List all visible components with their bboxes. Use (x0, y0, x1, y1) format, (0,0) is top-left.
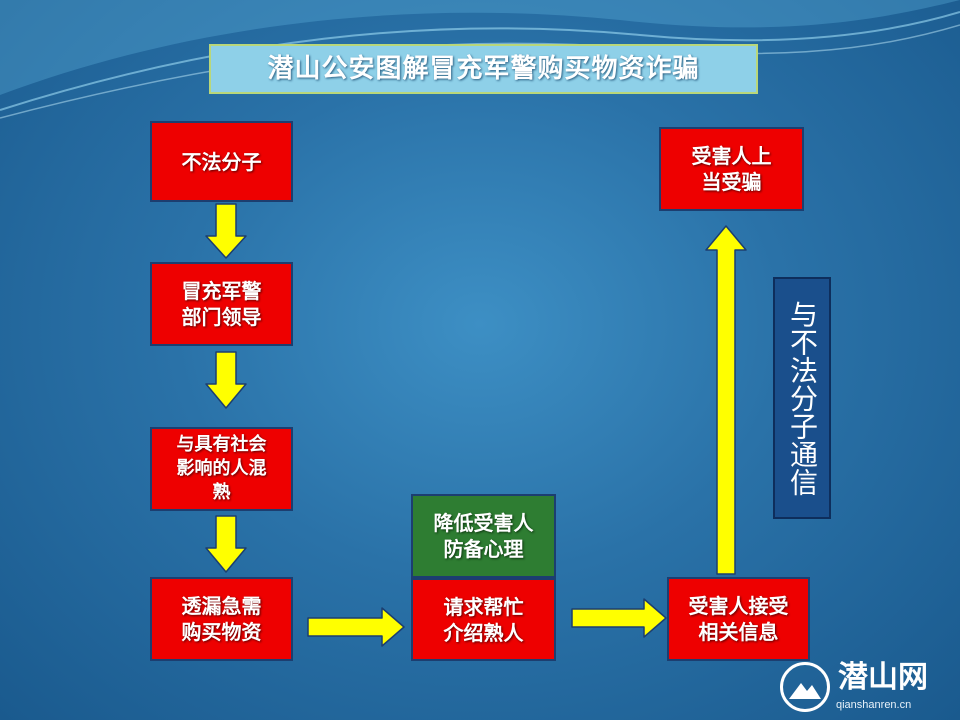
box-impersonate: 冒充军警 部门领导 (150, 262, 293, 346)
site-logo: 潜山网 qianshanren.cn (778, 660, 958, 720)
arrow-down-1 (205, 203, 247, 259)
side-label: 与不法分子通信 (773, 277, 831, 519)
box-accept: 受害人接受 相关信息 (667, 577, 810, 661)
page-title: 潜山公安图解冒充军警购买物资诈骗 (209, 44, 758, 94)
logo-name: 潜山网 (838, 660, 928, 695)
box-reveal: 透漏急需 购买物资 (150, 577, 293, 661)
box-lower-guard: 降低受害人 防备心理 (411, 494, 556, 578)
arrow-down-3 (205, 515, 247, 573)
arrow-down-2 (205, 351, 247, 409)
box-deceived: 受害人上 当受骗 (659, 127, 804, 211)
box-offender: 不法分子 (150, 121, 293, 202)
logo-url: qianshanren.cn (836, 699, 912, 711)
mountain-logo-icon (780, 662, 830, 712)
arrow-right-2 (571, 598, 667, 638)
box-request: 请求帮忙 介绍熟人 (411, 578, 556, 661)
arrow-up (705, 225, 747, 575)
arrow-right-1 (307, 607, 405, 647)
box-befriend: 与具有社会 影响的人混 熟 (150, 427, 293, 511)
